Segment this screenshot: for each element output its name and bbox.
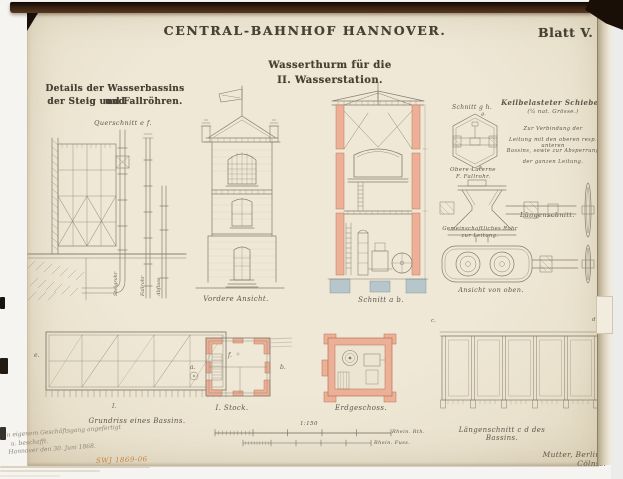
front-elevation-drawing	[195, 85, 285, 289]
left-heading-line-1: Details der Wasserbassins und	[45, 84, 185, 107]
section-ab-drawing	[327, 82, 429, 294]
middle-window	[229, 197, 255, 229]
caption-longitudinal-section: Längenschnitt.	[520, 211, 575, 219]
paper-bottom-shadow	[28, 462, 599, 467]
valve-longitudinal-drawing	[439, 179, 595, 243]
basin-plan-drawing	[45, 331, 227, 398]
valve-note-scale: (¼ nat. Grösse.)	[527, 109, 579, 115]
section-mark-f: f.	[228, 352, 232, 359]
paper-corner-notch	[27, 13, 38, 31]
masonry-walls	[205, 337, 271, 397]
page-stack-line	[0, 466, 150, 468]
valve-note-line: Leitung mit den oberen resp. unteren	[508, 137, 598, 149]
left-heading-line-2: der Steig und Fallröhren.	[47, 97, 183, 107]
valve-section-gh-drawing	[452, 113, 498, 170]
valve-note-line: der ganzen Leitung.	[522, 159, 584, 165]
upper-window	[225, 151, 259, 187]
publisher-imprint: Mutter, Berlin - Cölnst.	[542, 450, 606, 468]
plan-roman-one: I.	[112, 403, 117, 410]
section-mark-a: a.	[190, 364, 196, 371]
edge-tab	[596, 296, 613, 334]
scale-bars	[214, 429, 392, 447]
sheet-title: CENTRAL-BAHNHOF HANNOVER.	[163, 23, 447, 38]
valve-note-line: Bassins, sowie zur Absperrung	[506, 148, 600, 154]
water-tank	[347, 148, 409, 183]
edge-mark	[0, 297, 5, 309]
valve-note-title: Keilbelasteter Schieber.	[501, 98, 605, 107]
scale-ratio: 1:150	[300, 421, 318, 427]
label-common-pipe-2: zur Leitung.	[461, 233, 499, 239]
section-mark-d: d.	[592, 317, 598, 323]
edge-mark	[0, 358, 8, 374]
caption-section-gh: Schnitt g h.	[452, 104, 493, 111]
binding-strip	[10, 2, 592, 13]
subtitle-line-2: II. Wasserstation.	[277, 75, 383, 86]
scanner-margin	[611, 0, 623, 479]
first-floor-plan-drawing	[205, 337, 271, 397]
section-mark-c: c.	[431, 318, 436, 324]
flag	[218, 85, 243, 117]
pump-machinery	[357, 229, 413, 276]
caption-ground-floor: Erdgeschoss.	[334, 404, 387, 412]
scale-unit-upper: Rhein. Rth.	[392, 429, 425, 435]
page-edge-strip	[597, 13, 612, 465]
edge-mark	[0, 427, 6, 440]
basin-long-section-drawing	[439, 331, 601, 409]
cross-section-drawing	[27, 129, 187, 301]
ladder	[345, 181, 364, 276]
caption-top-view: Ansicht von oben.	[458, 286, 524, 294]
foundation-blocks	[329, 278, 427, 294]
page-stack-line	[0, 470, 100, 472]
valve-top-view-drawing	[441, 244, 595, 284]
valve-note-line: Zur Verbindung der	[523, 126, 583, 132]
pediment	[203, 115, 281, 143]
caption-basin-plan: Grundriss eines Bassins.	[88, 417, 186, 425]
caption-section-ab: Schnitt a b.	[358, 296, 404, 304]
section-mark-g: g.	[481, 111, 486, 117]
masonry-piers	[335, 104, 421, 276]
sheet-number: Blatt V.	[538, 25, 594, 40]
label-common-pipe-1: Gemeinschaftliches Rohr	[442, 226, 518, 232]
label-obere-laterne: Obere Laterne	[450, 167, 496, 173]
ground-floor-plan-drawing	[321, 333, 397, 403]
door	[225, 246, 259, 288]
subtitle-line-1: Wasserthurm für die	[268, 60, 392, 71]
caption-basin-long-section: Längenschnitt c d des Bassins.	[458, 426, 546, 442]
label-fallrohr: F. Fallrohr.	[456, 174, 491, 180]
page-stack-line	[0, 475, 60, 477]
section-mark-b: b.	[280, 364, 286, 371]
caption-front-elevation: Vordere Ansicht.	[203, 295, 269, 303]
section-mark-e: e.	[34, 352, 40, 359]
caption-cross-section: Querschnitt e f.	[94, 119, 152, 127]
scale-unit-lower: Rhein. Fuss.	[374, 440, 411, 446]
caption-first-floor: I. Stock.	[215, 404, 249, 412]
section-mark-h: h.	[479, 165, 484, 171]
pinnacles	[200, 119, 280, 143]
